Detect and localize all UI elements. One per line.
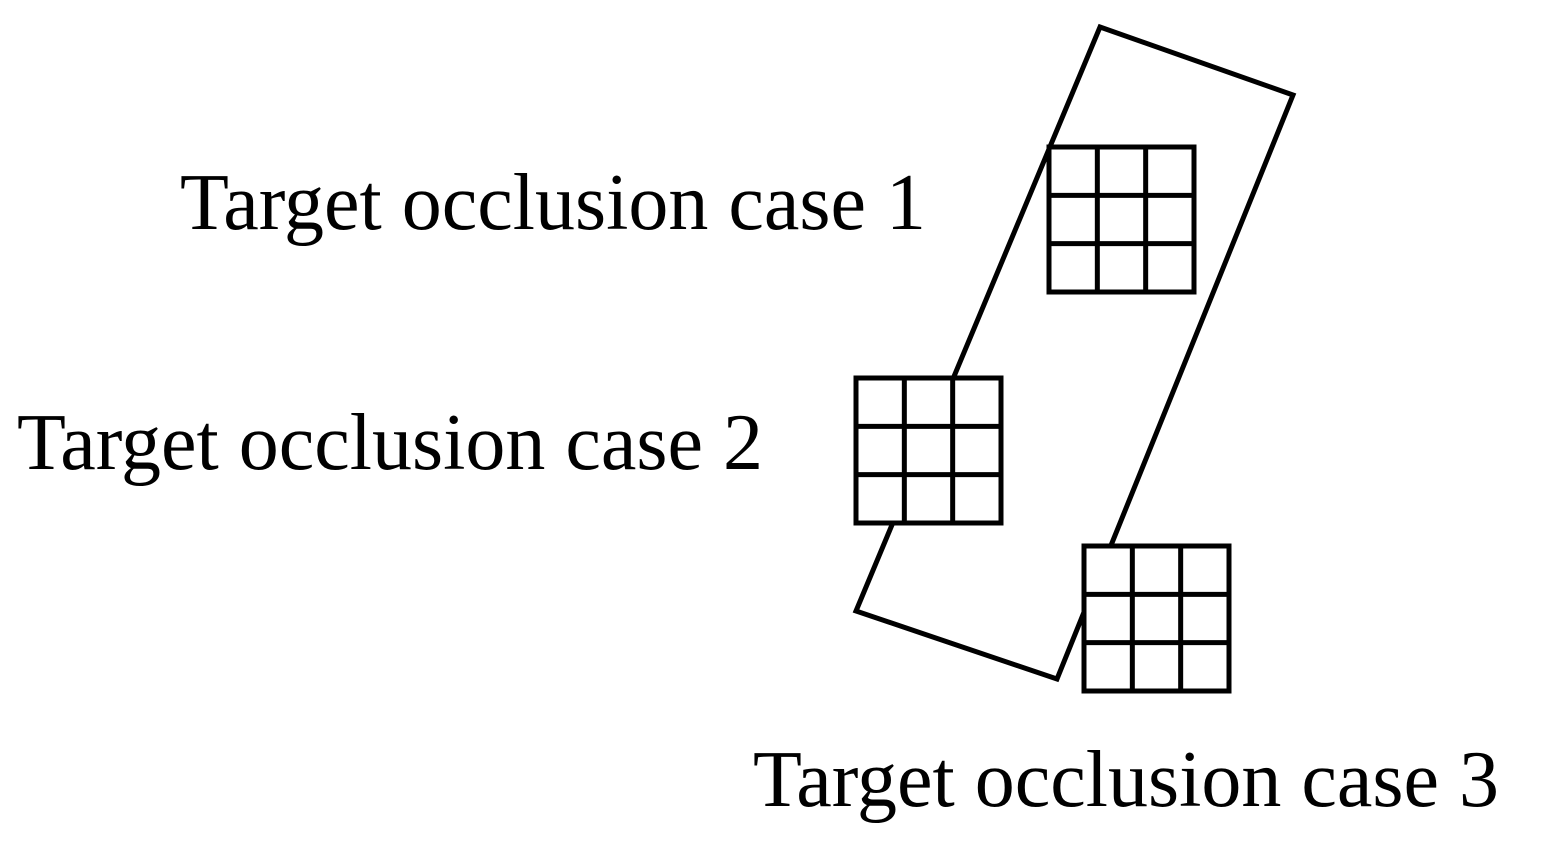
grid-outline [1081,543,1232,694]
label-case-1: Target occlusion case 1 [180,159,926,247]
label-case-2: Target occlusion case 2 [17,399,763,487]
grid-outline [853,375,1004,526]
label-case-3: Target occlusion case 3 [753,736,1499,824]
occlusion-grid-case-2 [853,375,1004,526]
grid-outline [1046,144,1197,295]
occlusion-grid-case-1 [1046,144,1197,295]
occlusion-grid-case-3 [1081,543,1232,694]
